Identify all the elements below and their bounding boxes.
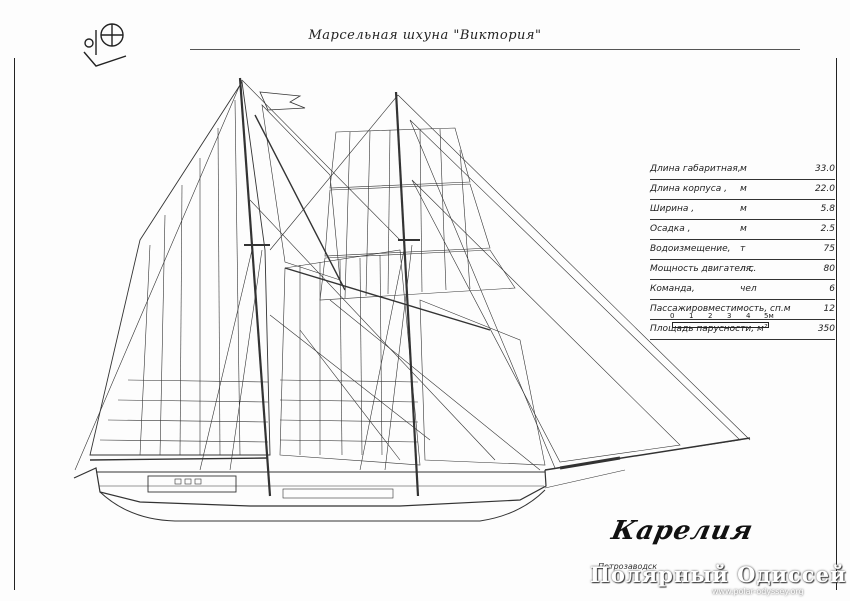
spec-row: Мощность двигателя,л.с. 80 — [650, 260, 835, 280]
spec-row: Водоизмещение, т 75 — [650, 240, 835, 260]
spec-unit: м — [740, 164, 747, 174]
hull-outline — [73, 467, 547, 507]
spec-name: Команда, — [650, 284, 695, 294]
ship-emblem-icon — [83, 23, 127, 67]
spec-row: Осадка , м 2.5 — [650, 220, 835, 240]
spec-row: Команда, чел 6 — [650, 280, 835, 300]
spec-unit: м — [740, 224, 747, 234]
spec-value: 22.0 — [814, 184, 835, 194]
spec-unit: л.с. — [740, 264, 757, 274]
scale-tick: 3 — [727, 312, 732, 320]
spec-name: Водоизмещение, — [650, 244, 731, 254]
scale-tick: 4 — [746, 312, 751, 320]
scale-bar: 0 1 2 3 4 5м — [670, 312, 792, 330]
fore-mast — [394, 91, 420, 497]
watermark-url: www.polar-odyssey.org — [712, 587, 804, 596]
spec-value: 75 — [823, 244, 835, 254]
spec-value: 80 — [823, 264, 835, 274]
main-mast — [238, 77, 272, 497]
spec-name: Осадка , — [650, 224, 691, 234]
spec-name: Площадь парусности, м² — [650, 324, 768, 334]
drawing-frame — [14, 58, 837, 590]
scale-tick: 0 — [670, 312, 675, 320]
drawing-title: Марсельная шхуна "Виктория" — [308, 28, 542, 43]
scale-tick: 5м — [764, 312, 774, 320]
spec-name: Длина габаритная, — [650, 164, 741, 174]
spec-value: 33.0 — [814, 164, 835, 174]
scale-tick: 2 — [708, 312, 713, 320]
spec-unit: т — [740, 244, 746, 254]
spec-unit: м — [740, 184, 747, 194]
spec-name: Длина корпуса , — [650, 184, 727, 194]
spec-value: 2.5 — [820, 224, 835, 234]
spec-value: 5.8 — [820, 204, 835, 214]
spec-value: 12 — [823, 304, 835, 314]
spec-value: 350 — [817, 324, 835, 334]
spec-name: Ширина , — [650, 204, 695, 214]
publisher-text: Петрозаводск — [598, 562, 658, 571]
spec-row: Длина корпуса , м 22.0 — [650, 180, 835, 200]
spec-row: Ширина , м 5.8 — [650, 200, 835, 220]
spec-row: Площадь парусности, м² 350 — [650, 320, 835, 340]
spec-value: 6 — [829, 284, 835, 294]
spec-unit: м — [740, 204, 747, 214]
spec-name: Мощность двигателя, — [650, 264, 754, 274]
scale-bar-line — [672, 322, 769, 328]
title-underline — [190, 49, 800, 50]
spec-name: Пассажировместимость, сп.м — [650, 304, 791, 314]
watermark-text: Полярный Одиссей — [590, 562, 847, 587]
brand-logotype: Карелия — [608, 516, 757, 546]
spec-unit: чел — [740, 284, 757, 294]
scale-tick: 1 — [689, 312, 694, 320]
spec-row: Длина габаритная,м 33.0 — [650, 160, 835, 180]
